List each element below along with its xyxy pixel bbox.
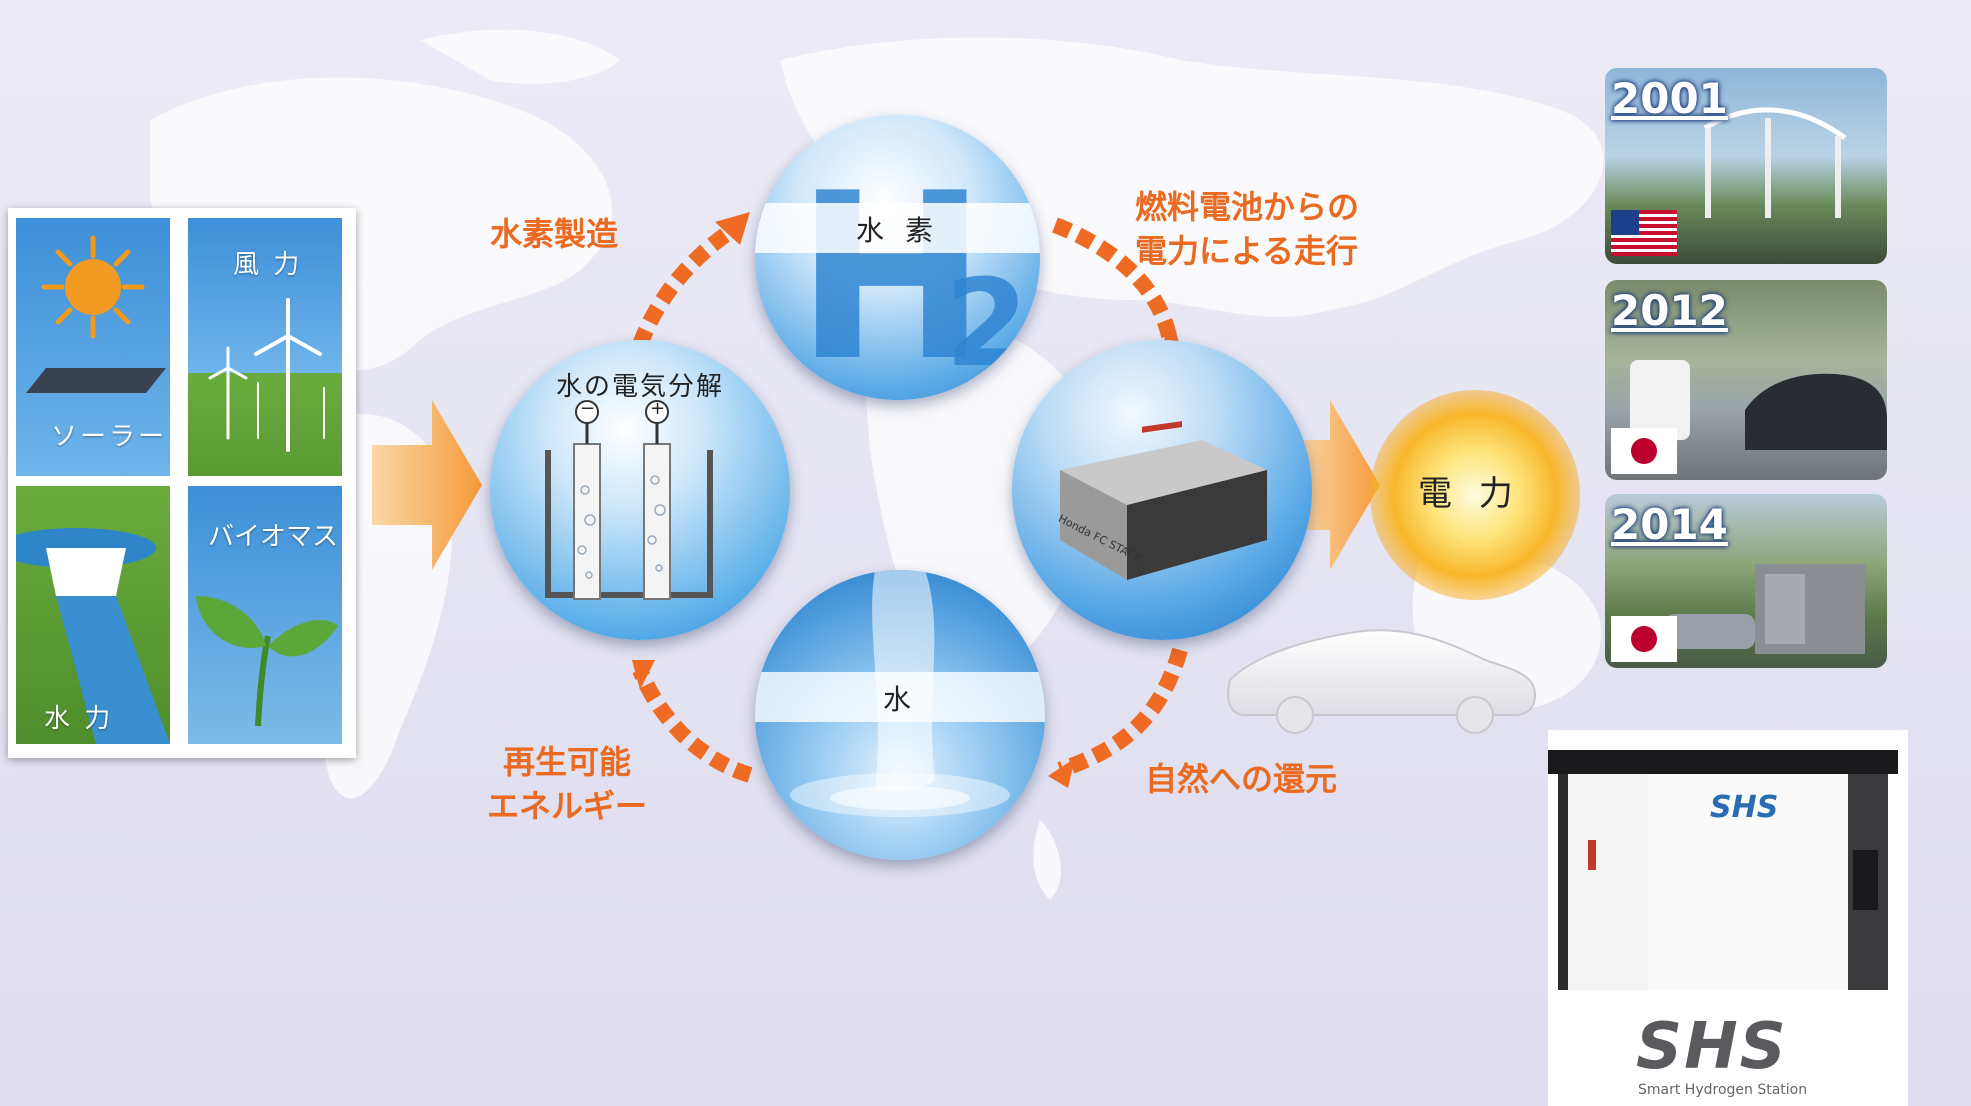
station-year-2012: 2012 (1611, 286, 1728, 335)
shs-product-panel: SHS SHS Smart Hydrogen Station (1548, 730, 1908, 1106)
station-photo-2001: 2001 (1605, 68, 1887, 264)
fuel-cell-car-icon (1630, 360, 1887, 450)
input-arrow-icon (372, 400, 482, 570)
h-letter: H (795, 145, 988, 400)
hydrogen-label-band (755, 203, 1040, 253)
wind-turbine-icon (208, 298, 325, 452)
renewable-energy-panel: ソーラー 風 力 水 力 バイオマス (8, 208, 356, 758)
hydrogen-station-unit-icon (1665, 564, 1865, 654)
biomass-tile: バイオマス (188, 486, 342, 744)
power-label: 電 力 (1418, 474, 1521, 514)
station-photo-2014: 2014 (1605, 494, 1887, 668)
hydrogen-label: 水 素 (856, 214, 939, 247)
hydro-tile: 水 力 (16, 486, 170, 744)
water-sphere: 水 (755, 570, 1045, 860)
water-label-band (755, 672, 1045, 722)
return-to-nature-label: 自然への還元 (1145, 760, 1338, 798)
electrolysis-label: 水の電気分解 (555, 372, 724, 402)
dam-icon (16, 528, 170, 744)
hydrogen-production-label: 水素製造 (490, 215, 619, 253)
electrolysis-apparatus-icon (545, 400, 713, 600)
station-year-2001: 2001 (1611, 74, 1728, 123)
renewable-line1: 再生可能 (503, 743, 632, 781)
station-photo-2012: 2012 (1605, 280, 1887, 480)
smart-hydrogen-station-unit (1548, 750, 1898, 990)
fuel-cell-stack-icon (1060, 421, 1267, 580)
h2-symbol: H 2 (795, 145, 1029, 400)
shs-logo: SHS (1636, 1010, 1788, 1084)
fuel-cell-drive-line2: 電力による走行 (1135, 232, 1359, 270)
fuel-cell-drive-line1: 燃料電池からの (1135, 188, 1360, 226)
plus-terminal-label: + (650, 398, 666, 419)
solar-label: ソーラー (51, 422, 168, 452)
renewable-line2: エネルギー (487, 787, 648, 825)
minus-terminal-label: − (580, 398, 596, 419)
fuel-cell-sphere: Honda FC STACK (1012, 340, 1312, 640)
station-canopy-icon (1703, 107, 1847, 218)
wind-label: 風 力 (233, 250, 303, 280)
wind-tile: 風 力 (188, 218, 342, 476)
shs-unit-logo: SHS (1710, 790, 1779, 825)
japan-flag-icon (1611, 428, 1677, 474)
station-year-2014: 2014 (1611, 500, 1728, 549)
car-silhouette-icon (1227, 629, 1537, 734)
japan-flag-icon (1611, 616, 1677, 662)
shs-caption: Smart Hydrogen Station (1638, 1082, 1808, 1098)
water-label: 水 (882, 683, 917, 716)
renewable-energy-label: 再生可能 エネルギー (487, 740, 647, 828)
hydrogen-sphere: H 2 水 素 (755, 115, 1040, 400)
sun-icon (26, 235, 166, 393)
biomass-label: バイオマス (208, 522, 339, 552)
us-flag-icon (1611, 210, 1677, 256)
solar-tile: ソーラー (16, 218, 170, 476)
hydro-label: 水 力 (44, 704, 114, 734)
electrolysis-sphere: 水の電気分解 − + (490, 340, 790, 640)
subscript-two: 2 (945, 255, 1029, 394)
fuel-cell-drive-label: 燃料電池からの 電力による走行 (1135, 185, 1359, 273)
leaf-sprout-icon (196, 596, 338, 727)
power-glow (1370, 390, 1580, 600)
